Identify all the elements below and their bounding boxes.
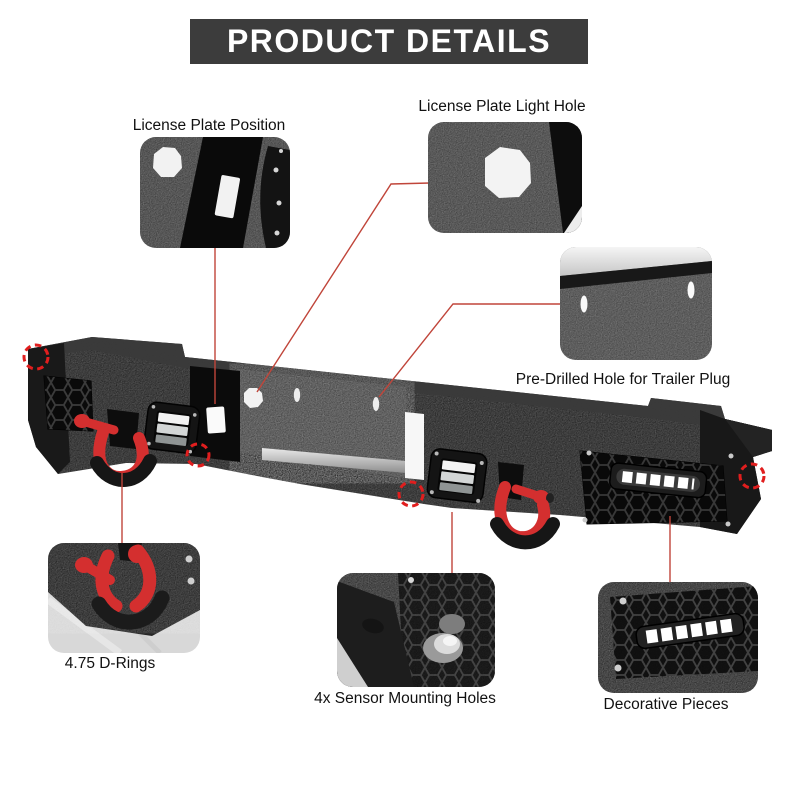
detail-image-license-plate-position (140, 137, 290, 248)
detail-image-d-rings (48, 543, 200, 653)
page-title: PRODUCT DETAILS (190, 19, 588, 64)
detail-image-sensor-holes (337, 573, 495, 687)
right-mesh-grille (579, 450, 734, 527)
callout-circle-mid-sensor (397, 480, 425, 508)
left-led-light (143, 401, 201, 454)
detail-image-decorative (598, 582, 758, 693)
label-trailer-plug: Pre-Drilled Hole for Trailer Plug (515, 371, 731, 388)
callout-lines (22, 182, 766, 582)
detail-image-license-plate-light-hole (428, 122, 582, 233)
license-plate-recess (190, 366, 424, 480)
label-license-plate-position: License Plate Position (132, 117, 286, 134)
callout-circle-left-sensor (185, 442, 211, 468)
detail-image-trailer-plug (560, 247, 712, 360)
callout-line-trailer-plug (378, 303, 560, 398)
label-d-rings: 4.75 D-Rings (64, 655, 156, 672)
led-light-bar (609, 462, 708, 499)
callout-circle-right-corner (738, 462, 766, 490)
license-light-hole (244, 388, 263, 408)
left-d-ring (74, 409, 157, 487)
right-d-ring (490, 462, 560, 550)
callout-circle-left-corner (22, 343, 50, 371)
label-decorative: Decorative Pieces (603, 696, 729, 713)
rear-bumper (28, 337, 772, 550)
label-license-plate-light-hole: License Plate Light Hole (418, 98, 586, 115)
callout-line-license-plate-light-hole (256, 182, 431, 393)
right-led-light (426, 448, 488, 504)
license-plate-slot-hole (206, 406, 226, 434)
label-sensor-holes: 4x Sensor Mounting Holes (314, 690, 496, 707)
